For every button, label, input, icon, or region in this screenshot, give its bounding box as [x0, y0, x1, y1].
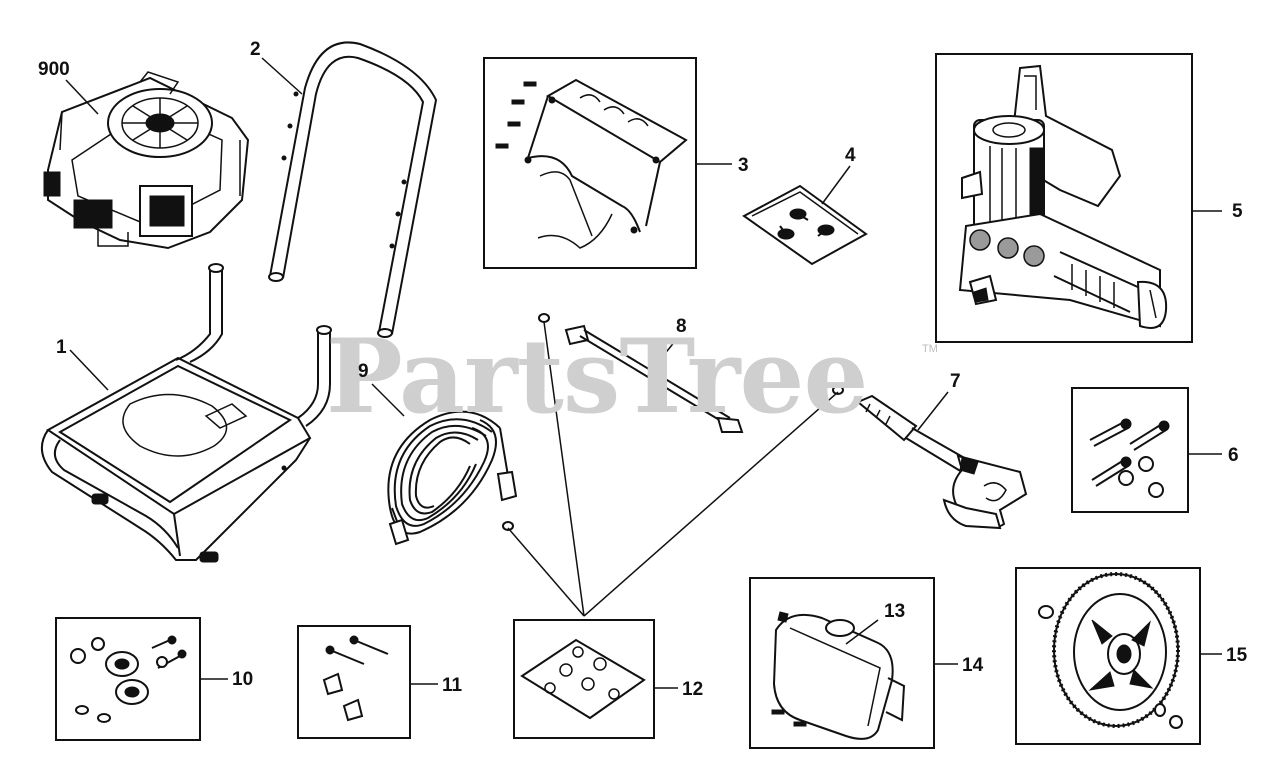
watermark: PartsTree: [326, 317, 868, 437]
kit-box-3: [483, 57, 697, 269]
leader-13: [845, 619, 879, 645]
leader-2: [261, 57, 303, 95]
callout-15[interactable]: 15: [1226, 645, 1248, 666]
kit-box-12: [513, 619, 655, 739]
handle-hardware-drawing[interactable]: [322, 635, 389, 722]
callout-14[interactable]: 14: [962, 655, 984, 676]
callout-12[interactable]: 12: [682, 679, 704, 700]
cover-drawing[interactable]: [771, 611, 906, 740]
callout-2[interactable]: 2: [250, 39, 261, 60]
leader-12-wand: [543, 321, 585, 617]
callout-13[interactable]: 13: [884, 601, 906, 622]
handle-drawing[interactable]: [268, 41, 438, 338]
callout-9[interactable]: 9: [358, 361, 369, 382]
base-frame-drawing[interactable]: [41, 263, 332, 563]
nozzle-kit-drawing[interactable]: [520, 638, 646, 720]
spray-gun-drawing[interactable]: [832, 385, 1028, 530]
callout-3[interactable]: 3: [738, 155, 749, 176]
callout-7[interactable]: 7: [950, 371, 961, 392]
engine-drawing[interactable]: [43, 71, 250, 250]
wand-drawing[interactable]: [538, 313, 744, 433]
callout-5[interactable]: 5: [1232, 201, 1243, 222]
watermark-trademark: TM: [922, 343, 938, 355]
kit-box-15: [1015, 567, 1201, 745]
engine-bracket-drawing[interactable]: [495, 78, 688, 249]
callout-11[interactable]: 11: [442, 675, 463, 696]
pump-drawing[interactable]: [958, 64, 1168, 329]
kit-box-5: [935, 53, 1193, 343]
hose-drawing[interactable]: [387, 410, 518, 546]
leader-7: [917, 391, 949, 431]
callout-8[interactable]: 8: [676, 316, 687, 337]
hardware-bag-drawing[interactable]: [742, 184, 868, 266]
leader-1: [69, 349, 109, 391]
leader-12-hose: [507, 527, 585, 617]
leader-4: [821, 165, 851, 205]
bolt-kit-drawing[interactable]: [1089, 418, 1170, 498]
leader-8: [649, 339, 677, 373]
kit-box-6: [1071, 387, 1189, 513]
leader-9: [371, 383, 405, 417]
callout-4[interactable]: 4: [845, 145, 856, 166]
kit-box-10: [55, 617, 201, 741]
callout-6[interactable]: 6: [1228, 445, 1239, 466]
wheel-drawing[interactable]: [1038, 572, 1183, 729]
leader-900: [65, 79, 99, 115]
callout-10[interactable]: 10: [232, 669, 254, 690]
kit-box-11: [297, 625, 411, 739]
leader-12-gun: [583, 391, 839, 617]
kit-box-14: [749, 577, 935, 749]
callout-1[interactable]: 1: [56, 337, 67, 358]
wheel-hardware-drawing[interactable]: [70, 635, 187, 723]
callout-900[interactable]: 900: [38, 59, 70, 80]
